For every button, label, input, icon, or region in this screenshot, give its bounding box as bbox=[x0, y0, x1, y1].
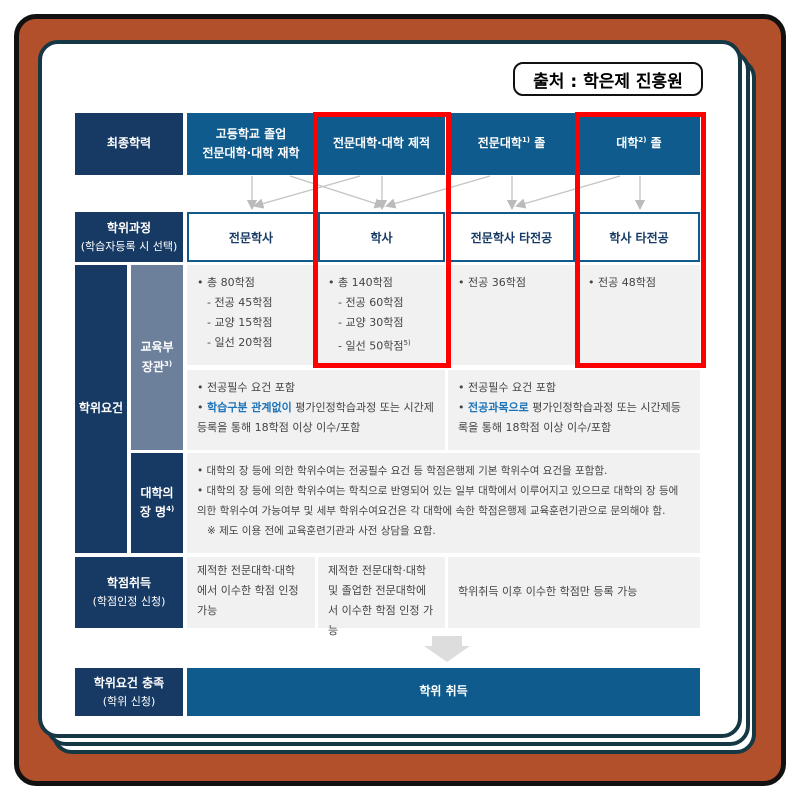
text: • 전공필수 요건 포함 bbox=[458, 381, 556, 394]
course-2: 전문학사 타전공 bbox=[448, 212, 575, 262]
credits-0: • 총 80학점 - 전공 45학점 - 교양 15학점 - 일선 20학점 bbox=[187, 265, 315, 365]
header-text: 전문대학·대학 제적 bbox=[332, 136, 431, 151]
row-label-credit: 학점취득 (학점인정 신청) bbox=[75, 557, 183, 628]
text: • 전공필수 요건 포함 bbox=[197, 381, 295, 394]
sublabel: (학점인정 신청) bbox=[92, 595, 166, 609]
header-text: 전문대학1) 졸 bbox=[477, 136, 546, 151]
credit-line: • 총 140학점 bbox=[328, 276, 393, 289]
label: 교육부 bbox=[140, 340, 174, 355]
course-3: 학사 타전공 bbox=[578, 212, 700, 262]
univ-text: • 대학의 장 등에 의한 학위수여는 전공필수 요건 등 학점은행제 기본 학… bbox=[187, 453, 700, 553]
credit-line: - 전공 60학점 bbox=[338, 296, 404, 309]
credit-line: - 전공 45학점 bbox=[207, 296, 273, 309]
label: 최종학력 bbox=[106, 136, 152, 151]
header-text: 전문대학·대학 재학 bbox=[202, 146, 300, 160]
credit-line: - 일선 50학점5) bbox=[338, 339, 411, 353]
credit-line: • 총 80학점 bbox=[197, 276, 255, 289]
label: 대학의 bbox=[140, 485, 174, 500]
text: • 학습구분 관계없이 평가인정학습과정 또는 시간제등록을 통해 18학점 이… bbox=[197, 401, 434, 434]
sublabel: (학위 신청) bbox=[102, 694, 156, 708]
label: 학점취득 bbox=[106, 576, 152, 591]
text: • 대학의 장 등에 의한 학위수여는 학칙으로 반영되어 있는 일부 대학에서… bbox=[197, 485, 679, 517]
moe-left-text: • 전공필수 요건 포함 • 학습구분 관계없이 평가인정학습과정 또는 시간제등… bbox=[187, 370, 445, 450]
result-text: 학위 취득 bbox=[419, 684, 468, 699]
credits-3: • 전공 48학점 bbox=[578, 265, 700, 365]
text: • 대학의 장 등에 의한 학위수여는 전공필수 요건 등 학점은행제 기본 학… bbox=[197, 465, 608, 477]
credit-cell-1: 제적한 전문대학·대학 및 졸업한 전문대학에서 이수한 학점 인정 가능 bbox=[318, 557, 445, 637]
course-0: 전문학사 bbox=[187, 212, 315, 262]
course-1: 학사 bbox=[318, 212, 445, 262]
row-label-final-edu: 최종학력 bbox=[75, 113, 183, 175]
credit-cell-2: 학위취득 이후 이수한 학점만 등록 가능 bbox=[448, 557, 700, 628]
row-label-degree-course: 학위과정 (학습자등록 시 선택) bbox=[75, 212, 183, 262]
header-2: 전문대학1) 졸 bbox=[448, 113, 575, 175]
text: • 전공과목으로 평가인정학습과정 또는 시간제등록을 통해 18학점 이상 이… bbox=[458, 401, 681, 434]
label: 장 명4) bbox=[139, 505, 175, 519]
sublabel: (학습자등록 시 선택) bbox=[80, 239, 178, 253]
credit-line: - 교양 15학점 bbox=[207, 316, 273, 329]
credit-line: • 전공 36학점 bbox=[458, 276, 526, 289]
label: 학위요건 충족 bbox=[93, 675, 165, 690]
header-text: 고등학교 졸업 bbox=[215, 126, 287, 141]
header-text: 대학2) 졸 bbox=[616, 136, 662, 151]
label: 학위요건 bbox=[78, 401, 124, 416]
credits-1: • 총 140학점 - 전공 60학점 - 교양 30학점 - 일선 50학점5) bbox=[318, 265, 445, 365]
credit-line: - 교양 30학점 bbox=[338, 316, 404, 329]
header-1: 전문대학·대학 제적 bbox=[318, 113, 445, 175]
row-label-fulfill: 학위요건 충족 (학위 신청) bbox=[75, 668, 183, 716]
highlight-box-bachelor bbox=[313, 112, 451, 368]
label: 학위과정 bbox=[106, 220, 152, 235]
credits-2: • 전공 36학점 bbox=[448, 265, 575, 365]
result-box: 학위 취득 bbox=[187, 668, 700, 716]
down-arrow-icon bbox=[424, 636, 470, 662]
text: ※ 제도 이용 전에 교육훈련기관과 사전 상담을 요함. bbox=[207, 525, 436, 537]
header-3: 대학2) 졸 bbox=[578, 113, 700, 175]
row-label-degree-req: 학위요건 bbox=[75, 265, 127, 553]
moe-right-text: • 전공필수 요건 포함 • 전공과목으로 평가인정학습과정 또는 시간제등록을 … bbox=[448, 370, 700, 450]
source-label: 출처 : 학은제 진흥원 bbox=[513, 62, 703, 96]
credit-line: - 일선 20학점 bbox=[207, 336, 273, 349]
highlight-box-bachelor-other-major bbox=[575, 112, 706, 368]
label: 장관3) bbox=[141, 359, 173, 374]
credit-cell-0: 제적한 전문대학·대학에서 이수한 학점 인정 가능 bbox=[187, 557, 315, 628]
credit-line: • 전공 48학점 bbox=[588, 276, 656, 289]
